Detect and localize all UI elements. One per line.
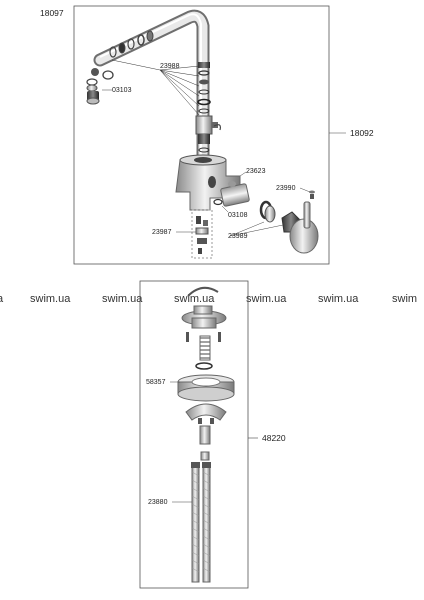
set-code-18092: 18092 <box>350 128 374 138</box>
callout-lines-23988 <box>111 59 200 116</box>
watermark-5: swim.ua <box>318 293 359 305</box>
cartridge <box>195 115 221 153</box>
lower-connector-stack <box>191 209 213 259</box>
set-code-48220: 48220 <box>262 433 286 443</box>
upper-diagram-frame <box>73 5 330 265</box>
assembly-code-18097: 18097 <box>40 8 64 18</box>
watermark-2: swim.ua <box>102 293 143 305</box>
mounting-bracket <box>181 286 227 342</box>
handle-parts <box>259 200 319 254</box>
watermark-row: a swim.ua swim.ua swim.ua swim.ua swim.u… <box>0 293 417 305</box>
watermark-partial-right: swim <box>392 293 417 305</box>
part-label-03103: 03103 <box>112 87 132 94</box>
watermark-partial-left: a <box>0 293 4 305</box>
flexible-hoses <box>191 462 211 583</box>
horseshoe-washer <box>185 403 227 424</box>
spout-rings <box>109 30 154 58</box>
handle-cartridge <box>220 181 250 207</box>
part-label-03108: 03108 <box>228 212 248 219</box>
watermark-3: swim.ua <box>174 293 215 305</box>
part-label-58357: 58357 <box>146 379 166 386</box>
spout <box>93 9 210 167</box>
watermark-1: swim.ua <box>30 293 71 305</box>
part-label-23988: 23988 <box>160 63 180 70</box>
mounting-nut <box>177 374 235 402</box>
threaded-spring <box>199 335 211 361</box>
aerator-group <box>86 68 114 105</box>
part-label-23989: 23989 <box>228 233 248 240</box>
watermark-4: swim.ua <box>246 293 287 305</box>
part-label-23987: 23987 <box>152 229 172 236</box>
part-label-23623: 23623 <box>246 168 266 175</box>
part-label-23880: 23880 <box>148 499 168 506</box>
seal-stack <box>197 62 211 114</box>
part-label-23990: 23990 <box>276 185 296 192</box>
lower-diagram-frame <box>139 280 249 589</box>
sleeve <box>199 425 211 461</box>
screw-23990 <box>309 190 315 199</box>
